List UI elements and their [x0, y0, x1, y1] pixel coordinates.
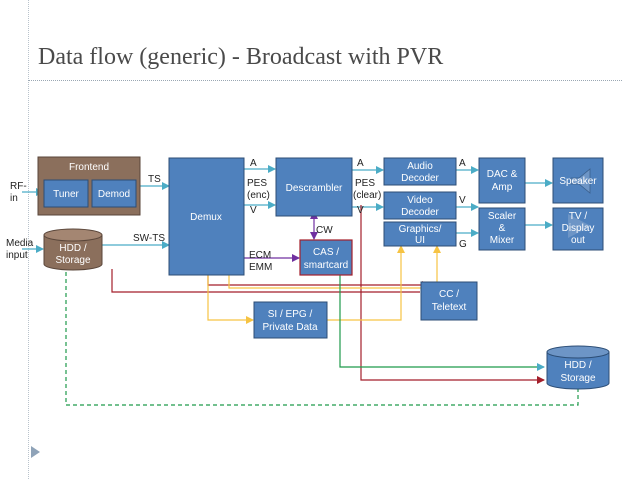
hdd-right-storage: HDD / Storage [546, 345, 610, 390]
a1-label: A [250, 158, 257, 169]
cc-line1: CC / [439, 289, 459, 300]
cc-teletext-block [420, 281, 478, 321]
demod-block [91, 179, 137, 208]
demux-si-line [207, 275, 254, 324]
demux-hdd-green-line [339, 258, 545, 371]
demux-cc-yellow-line [228, 275, 440, 289]
scaler-line1: Scaler [488, 211, 517, 222]
descrambler-label: Descrambler [286, 183, 343, 194]
title-underline [28, 80, 622, 81]
cas-line1: CAS / [313, 247, 339, 258]
tv-line2: Display [562, 223, 595, 234]
media-input-line2: input [6, 250, 28, 261]
display-icon [568, 214, 591, 238]
ecm-label: ECM [249, 250, 271, 261]
hdd-right-line2: Storage [560, 373, 595, 384]
a2-label: A [357, 158, 364, 169]
hdd-cc-line [111, 269, 420, 293]
demux-cc-line [207, 275, 430, 289]
v1-label: V [250, 205, 257, 216]
annotations: RF- in Media input TS SW-TS A PES (enc) … [6, 158, 467, 273]
media-input-line1: Media [6, 238, 34, 249]
left-guide-line [28, 0, 29, 479]
graphics-line2: UI [415, 235, 425, 246]
tuner-label: Tuner [53, 189, 79, 200]
scaler-line2: & [499, 223, 506, 234]
tv-line1: TV / [569, 211, 588, 222]
descrambler-hdd-line [360, 205, 545, 384]
slide-title: Data flow (generic) - Broadcast with PVR [38, 44, 444, 70]
ts-label: TS [148, 174, 161, 185]
scaler-mixer-block [478, 207, 526, 251]
frontend-group: Frontend Tuner Demod [37, 156, 141, 216]
speaker-group: Speaker [552, 157, 604, 204]
hdd-left-line2: Storage [55, 255, 90, 266]
si-epg-line2: Private Data [262, 322, 317, 333]
si-epg-block [253, 301, 328, 339]
video-decoder-line1: Video [407, 195, 433, 206]
speaker-icon [570, 168, 591, 194]
emm-label: EMM [249, 262, 272, 273]
v2-label: V [357, 205, 364, 216]
audio-decoder-line2: Decoder [401, 173, 439, 184]
dac-line1: DAC & [487, 169, 518, 180]
graphics-line1: Graphics/ [399, 224, 442, 235]
descrambler-block [275, 157, 353, 217]
demod-label: Demod [98, 189, 130, 200]
scaler-line3: Mixer [490, 235, 515, 246]
footer-bullet-icon [31, 446, 40, 458]
dac-line2: Amp [492, 182, 513, 193]
pes-clear-line1: PES [355, 178, 375, 189]
pes-clear-line2: (clear) [353, 190, 381, 201]
rf-in-line1: RF- [10, 181, 27, 192]
g-label: G [459, 239, 467, 250]
si-graphics-line [327, 245, 405, 321]
video-decoder-line2: Decoder [401, 207, 439, 218]
pes-enc-line1: PES [247, 178, 267, 189]
sw-ts-label: SW-TS [133, 233, 165, 244]
cc-line2: Teletext [432, 302, 467, 313]
video-decoder-block [383, 191, 457, 220]
audio-decoder-block [383, 157, 457, 186]
demux-block [168, 157, 245, 276]
cas-block [299, 239, 353, 276]
tv-display-group: TV / Display out [552, 207, 604, 251]
tv-line3: out [571, 235, 585, 246]
cw-label: CW [316, 225, 333, 236]
speaker-label: Speaker [559, 176, 597, 187]
dac-amp-block [478, 157, 526, 204]
audio-decoder-line1: Audio [407, 161, 433, 172]
hdd-left-line1: HDD / [59, 243, 86, 254]
pes-enc-line2: (enc) [247, 190, 270, 201]
v3-label: V [459, 195, 466, 206]
a3-label: A [459, 158, 466, 169]
demux-label: Demux [190, 212, 222, 223]
playback-dashed-line [65, 272, 579, 406]
rf-in-line2: in [10, 193, 18, 204]
graphics-ui-block [383, 221, 457, 247]
connectors [22, 165, 579, 406]
tuner-block [43, 179, 89, 208]
hdd-right-line1: HDD / [564, 360, 591, 371]
frontend-label: Frontend [69, 162, 109, 173]
si-epg-line1: SI / EPG / [268, 309, 313, 320]
cas-line2: smartcard [304, 260, 348, 271]
hdd-left-storage: HDD / Storage [43, 228, 103, 271]
